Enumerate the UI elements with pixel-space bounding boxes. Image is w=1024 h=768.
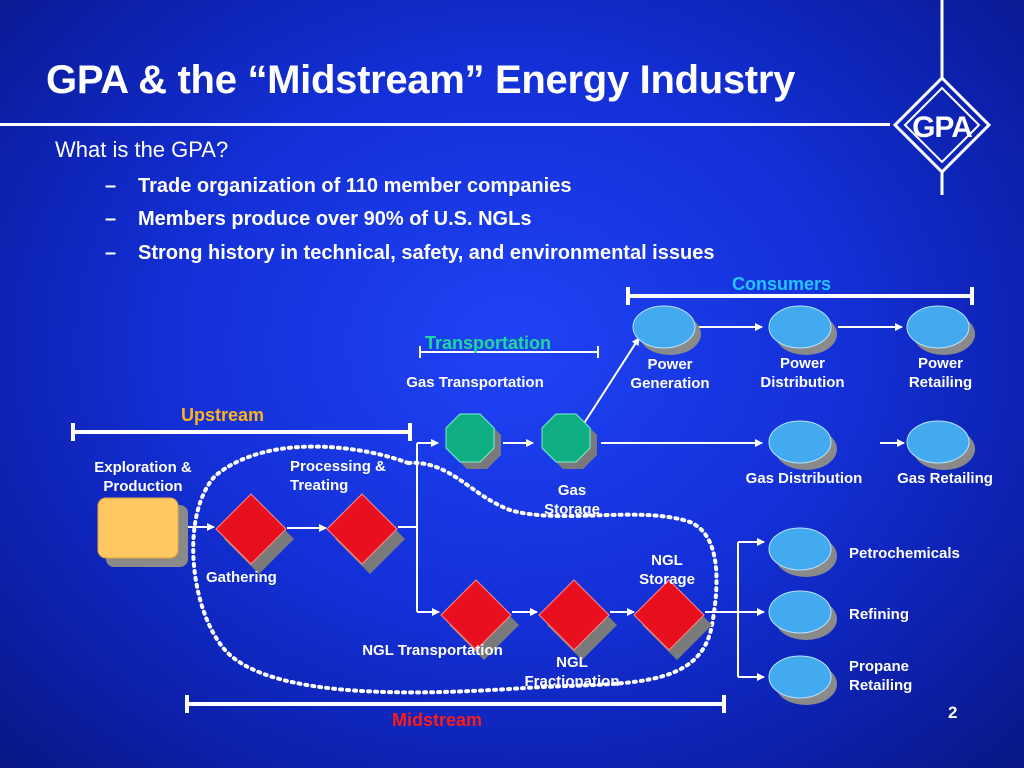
propane-retailing-ellipse xyxy=(768,655,837,705)
gathering-diamond xyxy=(215,493,294,574)
bullet-item: –Strong history in technical, safety, an… xyxy=(105,242,714,265)
subtitle: What is the GPA? xyxy=(55,137,229,162)
power-retailing-label: Power Retailing xyxy=(908,355,973,391)
logo-text: GPA xyxy=(912,111,972,144)
power-generation-ellipse xyxy=(632,305,701,355)
bullet-text: Strong history in technical, safety, and… xyxy=(138,242,715,264)
page-number: 2 xyxy=(948,703,958,722)
bullet-marker: – xyxy=(105,175,117,197)
slide-title: GPA & the “Midstream” Energy Industry xyxy=(46,58,796,102)
gas-storage-octagon xyxy=(541,413,597,469)
gpa-logo: GPA xyxy=(892,0,992,195)
refining-ellipse xyxy=(768,590,837,640)
bullet-marker: – xyxy=(105,208,117,230)
ngl-fractionation-label: NGL Fractionation xyxy=(524,654,620,690)
transportation-bracket xyxy=(419,346,599,358)
processing-diamond xyxy=(326,493,405,574)
ngl-transportation-diamond xyxy=(440,579,519,660)
gas-transportation-label: Gas Transportation xyxy=(406,374,544,391)
gas-transportation-octagon xyxy=(445,413,501,469)
upstream-label: Upstream xyxy=(181,405,265,425)
exploration-production-label: Exploration & Production xyxy=(94,459,192,495)
gathering-label: Gathering xyxy=(206,569,277,586)
consumers-bracket xyxy=(626,287,974,305)
ngl-transportation-label: NGL Transportation xyxy=(362,642,503,659)
ngl-storage-label: NGL Storage xyxy=(639,552,695,588)
consumers-label: Consumers xyxy=(732,274,832,294)
midstream-boundary xyxy=(191,444,719,695)
gas-distribution-ellipse xyxy=(768,420,837,470)
petrochemicals-ellipse xyxy=(768,527,837,577)
midstream-bracket xyxy=(185,695,726,713)
ngl-fractionation-diamond xyxy=(538,579,617,660)
upstream-bracket xyxy=(71,423,412,441)
bullet-text: Members produce over 90% of U.S. NGLs xyxy=(138,208,532,230)
exploration-production-box xyxy=(97,497,188,567)
gas-storage-label: Gas Storage xyxy=(544,482,600,518)
gas-retailing-label: Gas Retailing xyxy=(897,470,993,487)
gas-distribution-label: Gas Distribution xyxy=(745,470,863,487)
power-generation-label: Power Generation xyxy=(630,356,710,392)
power-distribution-label: Power Distribution xyxy=(760,355,845,391)
propane-retailing-label: Propane Retailing xyxy=(849,658,913,694)
bullet-item: –Members produce over 90% of U.S. NGLs xyxy=(105,208,531,231)
connectors xyxy=(187,323,905,681)
midstream-label: Midstream xyxy=(392,710,483,730)
petrochemicals-label: Petrochemicals xyxy=(849,545,960,562)
processing-treating-label: Processing & Treating xyxy=(290,458,386,494)
ngl-storage-diamond xyxy=(633,579,712,660)
title-rule xyxy=(0,123,890,126)
bullet-text: Trade organization of 110 member compani… xyxy=(138,175,572,197)
bullet-item: –Trade organization of 110 member compan… xyxy=(105,175,571,198)
transportation-label: Transportation xyxy=(425,333,552,353)
power-distribution-ellipse xyxy=(768,305,837,355)
power-retailing-ellipse xyxy=(906,305,975,355)
refining-label: Refining xyxy=(849,606,909,623)
gas-retailing-ellipse xyxy=(906,420,975,470)
bullet-marker: – xyxy=(105,242,117,264)
